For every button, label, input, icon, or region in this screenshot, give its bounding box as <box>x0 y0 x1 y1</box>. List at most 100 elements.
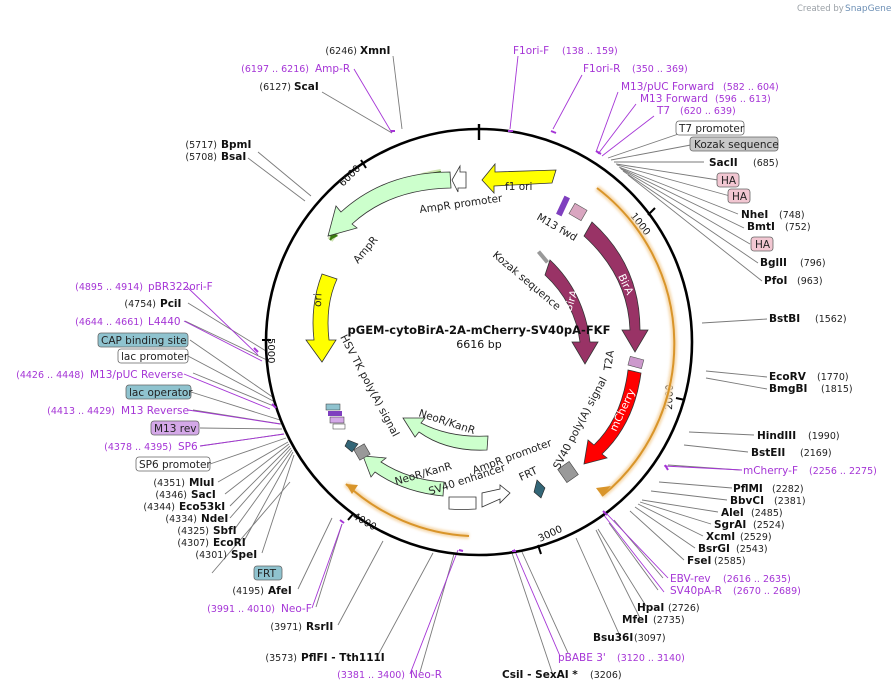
box-sp6-promoter[interactable]: SP6 promoter <box>139 459 211 471</box>
enzyme-sgrai[interactable]: SgrAI <box>714 519 746 531</box>
enzyme-xcmi[interactable]: XcmI <box>706 531 735 543</box>
box-cap-binding-site[interactable]: CAP binding site <box>101 335 187 347</box>
box-ha-2[interactable]: HA <box>732 191 748 203</box>
enzyme-bmgbi[interactable]: BmgBI <box>769 383 807 395</box>
primer-m13-puc-forward[interactable]: M13/pUC Forward <box>621 81 714 93</box>
primer-t7[interactable]: T7 <box>656 105 670 117</box>
feature-frt[interactable] <box>533 479 546 499</box>
tick-label-4000: 4000 <box>351 511 379 533</box>
primer-sv40pa-r[interactable]: SV40pA-R <box>670 585 722 597</box>
feature-boxes: T7 promoter Kozak sequence HA HA HA CAP … <box>97 120 779 581</box>
primer-f1ori-r[interactable]: F1ori-R <box>583 63 620 75</box>
feature-frt-left[interactable] <box>344 439 359 453</box>
enzyme-pos: (6246) <box>325 46 357 57</box>
enzyme-bmti[interactable]: BmtI <box>747 221 775 233</box>
box-lac-promoter[interactable]: lac promoter <box>121 351 189 363</box>
enzyme-hpai[interactable]: HpaI <box>637 602 664 614</box>
box-ha-1[interactable]: HA <box>721 175 737 187</box>
primer-neo-r[interactable]: Neo-R <box>410 669 442 681</box>
box-t7-promoter[interactable]: T7 promoter <box>678 123 745 135</box>
feature-hsv-tk-polya[interactable] <box>353 443 371 461</box>
primer-l4440[interactable]: L4440 <box>148 316 181 328</box>
enzyme-csii-sexai[interactable]: CsiI - SexAI * <box>502 669 578 681</box>
enzyme-spei[interactable]: SpeI <box>231 549 257 561</box>
enzyme-mfei[interactable]: MfeI <box>622 614 648 626</box>
enzyme-bglii[interactable]: BglII <box>760 257 787 269</box>
enzyme-scai[interactable]: ScaI <box>294 81 319 93</box>
enzyme-mlui[interactable]: MluI <box>189 477 214 489</box>
enzyme-ecorv[interactable]: EcoRV <box>769 371 807 383</box>
feature-ori[interactable] <box>305 273 338 363</box>
enzyme-nhei[interactable]: NheI <box>741 209 768 221</box>
box-ha-3[interactable]: HA <box>755 239 771 251</box>
feature-ampr-promoter-bottom[interactable] <box>481 484 511 508</box>
primer-f1ori-f[interactable]: F1ori-F <box>513 45 549 57</box>
feature-neor-kanr-lower[interactable] <box>362 455 445 497</box>
enzyme-sacii[interactable]: SacII <box>709 157 738 169</box>
feature-ampr[interactable] <box>327 171 452 237</box>
enzyme-pflmi[interactable]: PflMI <box>733 483 763 495</box>
credit-prefix: Created by <box>797 4 844 14</box>
feature-neor-kanr-upper[interactable] <box>402 417 489 451</box>
box-lac-operator[interactable]: lac operator <box>129 387 193 399</box>
enzyme-pcii[interactable]: PciI <box>160 298 181 310</box>
primer-amp-r[interactable]: Amp-R <box>315 63 350 75</box>
enzyme-ecori[interactable]: EcoRI <box>213 537 246 549</box>
snapgene-logo[interactable]: SnapGene <box>845 4 892 14</box>
feature-sv40-polya[interactable] <box>557 461 579 483</box>
primer-m13-reverse[interactable]: M13 Reverse <box>121 405 189 417</box>
feature-bira-inner[interactable] <box>544 259 599 365</box>
primer-neo-f[interactable]: Neo-F <box>281 603 312 615</box>
primer-sp6[interactable]: SP6 <box>178 441 198 453</box>
primer-pbabe-3[interactable]: pBABE 3' <box>558 652 606 664</box>
primer-range: (620 .. 639) <box>680 106 736 117</box>
enzyme-hindiii[interactable]: HindIII <box>757 430 796 442</box>
enzyme-pflfi-tth111i[interactable]: PflFI - Tth111I <box>301 652 385 664</box>
enzyme-fsei[interactable]: FseI <box>687 555 711 567</box>
feature-m13-fwd[interactable] <box>556 195 570 217</box>
feature-bira-outer[interactable] <box>583 221 649 353</box>
feature-t2a[interactable] <box>627 355 645 370</box>
box-frt[interactable]: FRT <box>257 568 277 580</box>
enzyme-alei[interactable]: AleI <box>721 507 744 519</box>
primer-m13-puc-reverse[interactable]: M13/pUC Reverse <box>90 369 183 381</box>
enzyme-bpmi[interactable]: BpmI <box>221 139 251 151</box>
feature-m13-rev[interactable] <box>328 411 342 416</box>
box-m13-rev[interactable]: M13 rev <box>154 423 197 435</box>
feature-kozak[interactable] <box>536 250 550 264</box>
enzyme-pos: (4346) <box>155 490 187 501</box>
enzyme-bsu36i[interactable]: Bsu36I <box>593 632 633 644</box>
enzyme-bsai[interactable]: BsaI <box>221 151 246 163</box>
enzyme-saci[interactable]: SacI <box>191 489 216 501</box>
primer-range: (3381 .. 3400) <box>337 670 405 681</box>
enzyme-pos: (796) <box>800 258 826 269</box>
feature-f1-ori[interactable] <box>481 162 557 195</box>
enzyme-rsrii[interactable]: RsrII <box>306 621 333 633</box>
feature-lac-promoter[interactable] <box>332 423 346 430</box>
enzyme-pos: (2524) <box>753 520 785 531</box>
enzyme-pos: (4301) <box>195 550 227 561</box>
enzyme-bbvci[interactable]: BbvCI <box>730 495 764 507</box>
enzyme-bsteii[interactable]: BstEII <box>751 447 785 459</box>
enzyme-ndei[interactable]: NdeI <box>201 513 228 525</box>
enzyme-afei[interactable]: AfeI <box>268 585 292 597</box>
primer-mcherry-f[interactable]: mCherry-F <box>743 465 798 477</box>
feature-mcherry[interactable] <box>583 369 642 465</box>
enzyme-pfoi[interactable]: PfoI <box>764 275 787 287</box>
primer-m13-forward[interactable]: M13 Forward <box>640 93 708 105</box>
primer-ebv-rev[interactable]: EBV-rev <box>670 573 711 585</box>
enzyme-xmni[interactable]: XmnI <box>360 45 390 57</box>
enzyme-bsrgi[interactable]: BsrGI <box>698 543 730 555</box>
enzyme-eco53ki[interactable]: Eco53kI <box>179 501 225 513</box>
enzyme-pos: (3206) <box>590 670 622 681</box>
feature-ha-block[interactable] <box>568 202 588 222</box>
feature-ampr-promoter-top[interactable] <box>451 164 467 193</box>
feature-cap-site[interactable] <box>325 403 341 411</box>
enzyme-sbfi[interactable]: SbfI <box>213 525 237 537</box>
primer-pbr322ori-f[interactable]: pBR322ori-F <box>148 281 213 293</box>
feature-lac-operator[interactable] <box>329 416 345 424</box>
feature-sv40-enhancer[interactable] <box>448 496 477 510</box>
enzyme-pos: (3573) <box>265 653 297 664</box>
enzyme-bstbi[interactable]: BstBI <box>769 313 800 325</box>
box-kozak-sequence[interactable]: Kozak sequence <box>694 139 779 151</box>
